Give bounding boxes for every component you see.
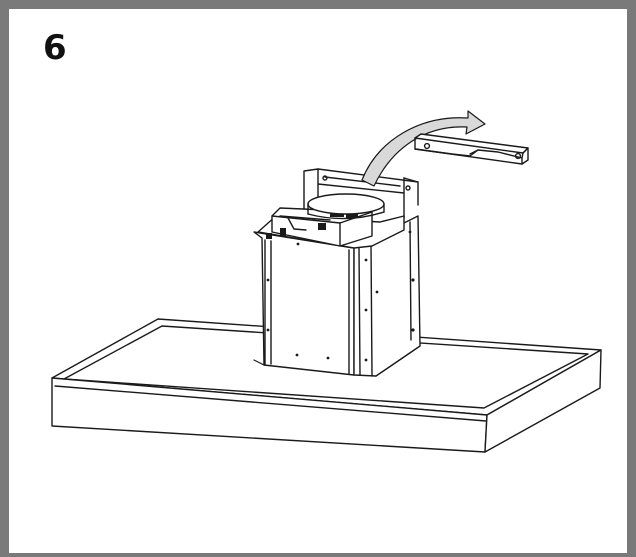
removal-arrow <box>361 110 486 187</box>
motor-housing <box>253 215 421 377</box>
step-number: 6 <box>43 28 67 68</box>
range-hood-illustration <box>51 110 602 453</box>
transport-bracket <box>414 133 529 165</box>
motor-top <box>257 193 405 249</box>
